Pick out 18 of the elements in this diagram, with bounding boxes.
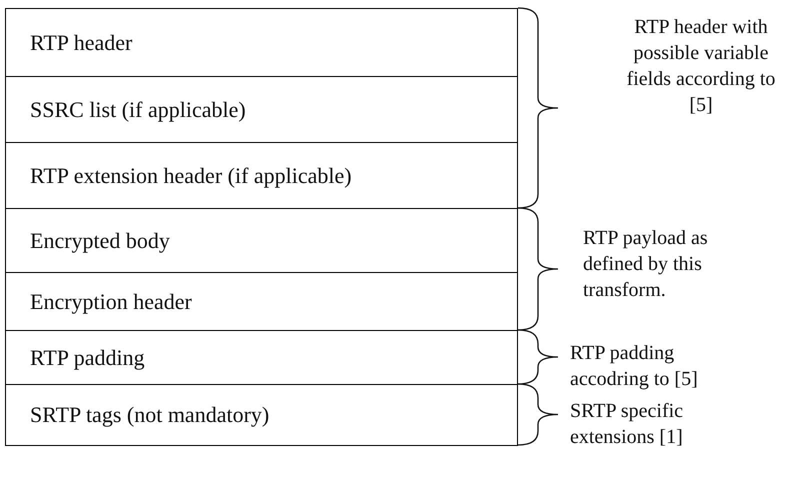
bracket-note: RTP padding accodring to [5] [570,341,699,392]
bracket-note: RTP header with possible variable fields according to [5] [626,15,776,118]
table-row [5,272,518,331]
table-row [5,330,518,385]
row-label: SSRC list (if applicable) [30,96,246,124]
table-row [5,8,518,77]
row-label: RTP header [30,28,132,56]
row-label: SRTP tags (not mandatory) [30,401,270,429]
table-row [5,76,518,143]
row-label: Encryption header [30,288,192,316]
table-row [5,384,518,446]
table-row [5,208,518,273]
bracket-note: SRTP specific extensions [1] [570,399,684,450]
table-row [5,142,518,209]
row-label: RTP extension header (if applicable) [30,162,352,190]
row-label: Encrypted body [30,226,170,254]
bracket-note: RTP payload as defined by this transform. [583,226,709,303]
row-label: RTP padding [30,344,145,372]
